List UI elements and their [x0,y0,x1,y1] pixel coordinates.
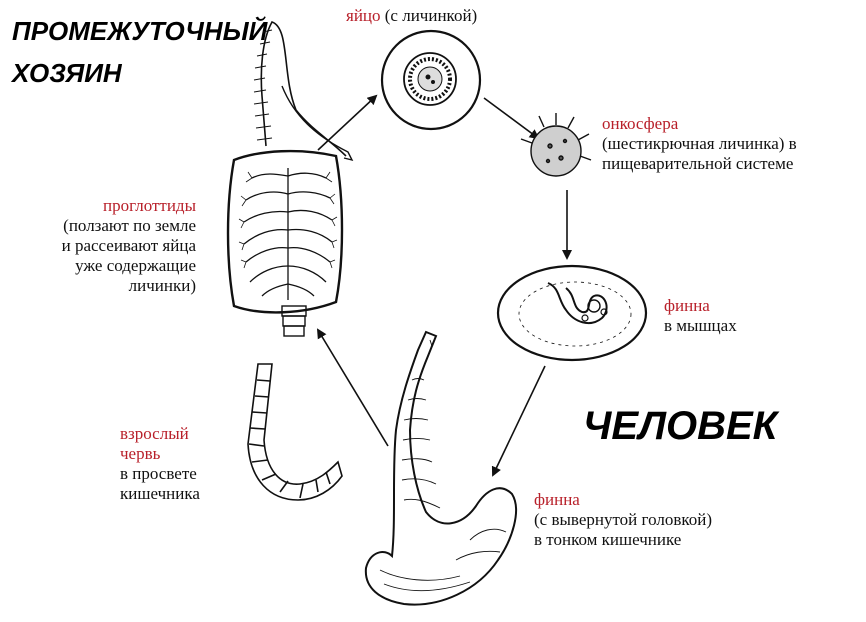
arrow-proglottid-to-egg [317,94,378,151]
finna-muscle-line1: в мышцах [664,316,737,335]
oncosphere-icon [520,113,592,177]
adult-worm-line1: в просвете [120,464,197,483]
cycle-arrows [316,94,572,477]
egg-title: яйцо [346,6,381,25]
finna-intestine-title: финна [534,490,580,509]
intermediate-host-heading: ПРОМЕЖУТОЧНЫЙ ХОЗЯИН [12,14,267,90]
proglottids-title: проглоттиды [103,196,196,215]
human-heading: ЧЕЛОВЕК [583,404,778,448]
finna-intestine-icon [364,330,517,606]
oncosphere-line1: (шестикрючная личинка) в [602,134,797,153]
finna-intestine-line1: (с вывернутой головкой) [534,510,713,529]
finna-intestine-line2: в тонком кишечнике [534,530,682,549]
oncosphere-line2: пищеварительной системе [602,154,794,173]
finna-muscle-title: финна [664,296,710,315]
oncosphere-label: онкосфера (шестикрючная личинка) в пищев… [602,114,797,174]
proglottids-line4: личинки) [128,276,196,295]
egg-note: (с личинкой) [380,6,478,25]
finna-intestine-label: финна (с вывернутой головкой) в тонком к… [534,490,712,550]
adult-worm-label: взрослый червь в просвете кишечника [120,424,200,504]
arrow-worm-to-proglottid [316,328,389,447]
arrow-finna-to-intestine [491,365,546,477]
proglottids-line2: и рассеивают яйца [61,236,196,255]
finna-muscle-label: финна в мышцах [664,296,737,336]
adult-worm-icon [247,363,343,501]
proglottid-icon [226,21,354,337]
adult-worm-title-line1: взрослый [120,424,189,443]
proglottids-line1: (ползают по земле [63,216,196,235]
egg-icon [380,29,482,131]
intermediate-host-line2: ХОЗЯИН [12,58,122,88]
finna-muscle-icon [496,264,648,362]
egg-label: яйцо (с личинкой) [346,6,477,26]
adult-worm-title-line2: червь [120,444,161,463]
proglottids-label: проглоттиды (ползают по земле и рассеива… [20,196,196,296]
arrow-egg-to-oncosphere [483,97,540,140]
intermediate-host-line1: ПРОМЕЖУТОЧНЫЙ [12,16,268,46]
adult-worm-line2: кишечника [120,484,200,503]
oncosphere-title: онкосфера [602,114,679,133]
proglottids-line3: уже содержащие [75,256,196,275]
